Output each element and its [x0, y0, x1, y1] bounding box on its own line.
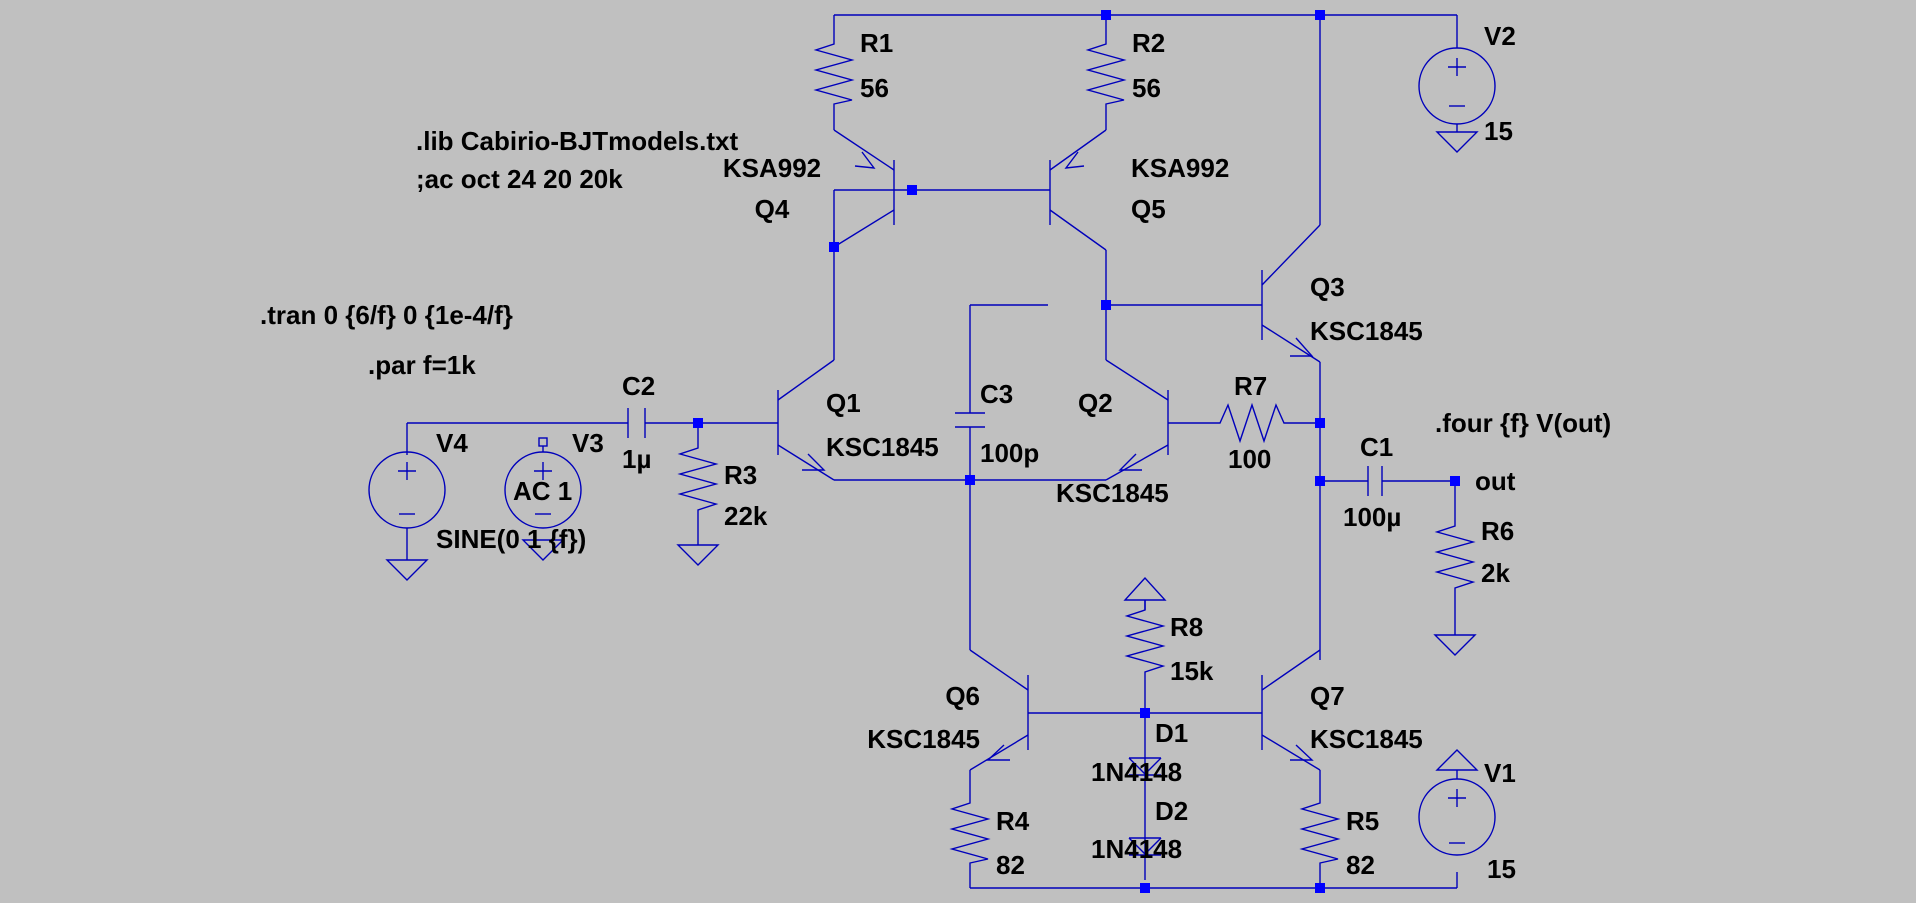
label-r8-value: 15k [1170, 656, 1214, 686]
voltage-source-v3[interactable] [504, 437, 582, 561]
label-r4-value: 82 [996, 850, 1025, 880]
label-r6-value: 2k [1481, 558, 1510, 588]
label-r6-name: R6 [1481, 516, 1514, 546]
label-r7-name: R7 [1234, 371, 1267, 401]
label-q6-model: KSC1845 [867, 724, 980, 754]
label-r7-value: 100 [1228, 444, 1271, 474]
label-d2-model: 1N4148 [1091, 834, 1182, 864]
voltage-source-v2[interactable] [1418, 47, 1496, 153]
transistor-q1[interactable] [777, 359, 835, 481]
label-v4-name: V4 [436, 428, 468, 458]
resistor-r3[interactable] [677, 440, 719, 530]
transistor-q4[interactable] [833, 129, 895, 248]
resistor-r5[interactable] [1299, 795, 1341, 865]
directive-lib: .lib Cabirio-BJTmodels.txt [416, 126, 738, 156]
label-v1-value: 15 [1487, 854, 1516, 884]
label-d1-name: D1 [1155, 718, 1188, 748]
transistor-q5[interactable] [1049, 129, 1107, 251]
resistor-r8[interactable] [1124, 600, 1166, 690]
label-r3-value: 22k [724, 501, 768, 531]
resistor-r7[interactable] [1210, 402, 1290, 444]
label-q6-name: Q6 [945, 681, 980, 711]
label-c2-value: 1µ [622, 444, 651, 474]
label-q3-name: Q3 [1310, 272, 1345, 302]
label-v2-name: V2 [1484, 21, 1516, 51]
resistor-r6[interactable] [1434, 518, 1476, 608]
label-r1-name: R1 [860, 28, 893, 58]
ground-symbols [676, 544, 1477, 656]
transistor-q3[interactable] [1261, 224, 1321, 363]
label-q4-model: KSA992 [723, 153, 821, 183]
label-q5-model: KSA992 [1131, 153, 1229, 183]
resistor-r4[interactable] [949, 795, 991, 865]
label-q2-model: KSC1845 [1056, 478, 1169, 508]
label-v4-value: SINE(0 1 {f}) [436, 524, 586, 554]
directive-four: .four {f} V(out) [1435, 408, 1611, 438]
diode-d1[interactable] [1128, 757, 1162, 776]
diode-d2[interactable] [1128, 837, 1162, 856]
transistor-q7[interactable] [1261, 675, 1321, 771]
label-q1-model: KSC1845 [826, 432, 939, 462]
resistor-r2[interactable] [1085, 36, 1127, 110]
net-label-out: out [1475, 466, 1516, 496]
label-c1-value: 100µ [1343, 502, 1401, 532]
label-q1-name: Q1 [826, 388, 861, 418]
label-r1-value: 56 [860, 73, 889, 103]
directive-par: .par f=1k [368, 350, 476, 380]
label-q2-name: Q2 [1078, 388, 1113, 418]
capacitor-c2[interactable] [627, 408, 646, 438]
label-q3-model: KSC1845 [1310, 316, 1423, 346]
label-v2-value: 15 [1484, 116, 1513, 146]
label-q7-name: Q7 [1310, 681, 1345, 711]
transistor-q6[interactable] [969, 675, 1029, 771]
label-c3-name: C3 [980, 379, 1013, 409]
label-d1-model: 1N4148 [1091, 757, 1182, 787]
label-r3-name: R3 [724, 460, 757, 490]
label-r5-value: 82 [1346, 850, 1375, 880]
label-r8-name: R8 [1170, 612, 1203, 642]
label-c1-name: C1 [1360, 432, 1393, 462]
labels: .lib Cabirio-BJTmodels.txt ;ac oct 24 20… [260, 21, 1611, 884]
capacitor-c1[interactable] [1367, 466, 1383, 496]
label-r2-name: R2 [1132, 28, 1165, 58]
label-q4-name: Q4 [755, 194, 790, 224]
label-d2-name: D2 [1155, 796, 1188, 826]
label-c3-value: 100p [980, 438, 1039, 468]
voltage-source-v1[interactable] [1418, 749, 1496, 856]
label-r2-value: 56 [1132, 73, 1161, 103]
label-v1-name: V1 [1484, 758, 1516, 788]
label-q7-model: KSC1845 [1310, 724, 1423, 754]
label-c2-name: C2 [622, 371, 655, 401]
junction-dots [693, 10, 1460, 893]
label-r4-name: R4 [996, 806, 1030, 836]
resistor-r1[interactable] [813, 36, 855, 110]
directive-ac: ;ac oct 24 20 20k [416, 164, 623, 194]
label-r5-name: R5 [1346, 806, 1379, 836]
voltage-source-v4[interactable] [368, 451, 446, 581]
capacitor-c3[interactable] [955, 412, 985, 428]
label-q5-name: Q5 [1131, 194, 1166, 224]
label-v3-name: V3 [572, 428, 604, 458]
transistor-q2[interactable] [1105, 359, 1169, 481]
directive-tran: .tran 0 {6/f} 0 {1e-4/f} [260, 300, 513, 330]
label-v3-value: AC 1 [513, 476, 572, 506]
